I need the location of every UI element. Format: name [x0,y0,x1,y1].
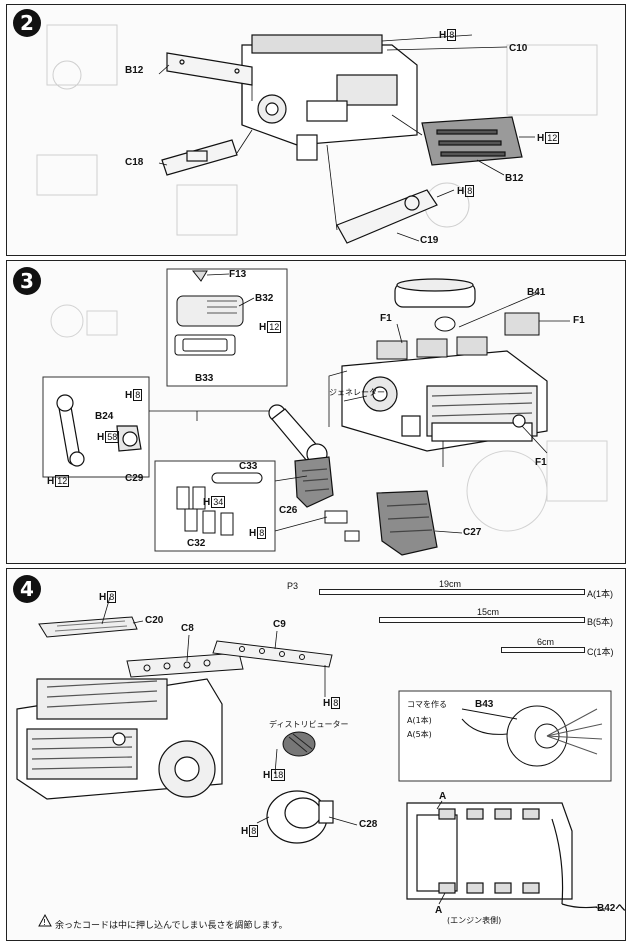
label-c32: C32 [187,538,206,549]
label-a-top: A [439,791,447,802]
label-f1-c: F1 [535,457,547,468]
label-b12-right: B12 [505,173,524,184]
step-2-drawing [36,24,598,244]
coil-a: A(1本) [407,716,432,725]
wire-a-label: A(1本) [587,589,614,599]
label-b24: B24 [95,411,114,422]
wire-c-bar [501,647,585,653]
label-f1-b: F1 [573,315,585,326]
label-c27: C27 [463,527,482,538]
step-number-2: 2 [13,9,41,37]
label-c19: C19 [420,235,439,246]
label-c20: C20 [145,615,164,626]
step-number-4: 4 [13,575,41,603]
label-c29: C29 [125,473,144,484]
label-f13: F13 [229,269,247,280]
label-f1-a: F1 [380,313,392,324]
label-c28: C28 [359,819,378,830]
wire-b-length: 15cm [477,607,500,617]
engine-example-label: (エンジン表側) [447,916,502,925]
label-c9: C9 [273,619,286,630]
label-b43: B43 [475,699,494,710]
label-b33: B33 [195,373,214,384]
wire-b-label: B(5本) [587,617,614,627]
coil-a5: A(5本) [407,730,432,739]
step-3-panel: 3 [6,260,626,564]
label-p3: P3 [287,581,299,591]
wire-a-length: 19cm [439,579,462,589]
label-c18: C18 [125,157,144,168]
coil-title: コマを作る [407,700,447,709]
wire-a-bar [319,589,585,595]
label-b12-left: B12 [125,65,144,76]
label-b41: B41 [527,287,546,298]
label-a-bottom: A [435,905,443,916]
wire-c-label: C(1本) [587,647,614,657]
svg-text:!: ! [43,918,46,927]
label-b32: B32 [255,293,274,304]
label-distributor: ディストリビューター [269,720,349,729]
step-4-panel: 4 [6,568,626,941]
note-text: 余ったコードは中に押し込んでしまい長さを調節します。 [55,921,288,931]
step-number-3: 3 [13,267,41,295]
wire-c-length: 6cm [537,637,555,647]
label-c10: C10 [509,43,528,54]
label-c33: C33 [239,461,258,472]
step-2-panel: 2 [6,4,626,256]
label-generator: ジェネレーター [329,388,385,397]
label-c8: C8 [181,623,194,634]
label-b42: B42へ [597,903,626,914]
label-c26: C26 [279,505,298,516]
wire-b-bar [379,617,585,623]
step-3-drawing [42,268,608,556]
step-4-drawing: ! [16,596,612,927]
